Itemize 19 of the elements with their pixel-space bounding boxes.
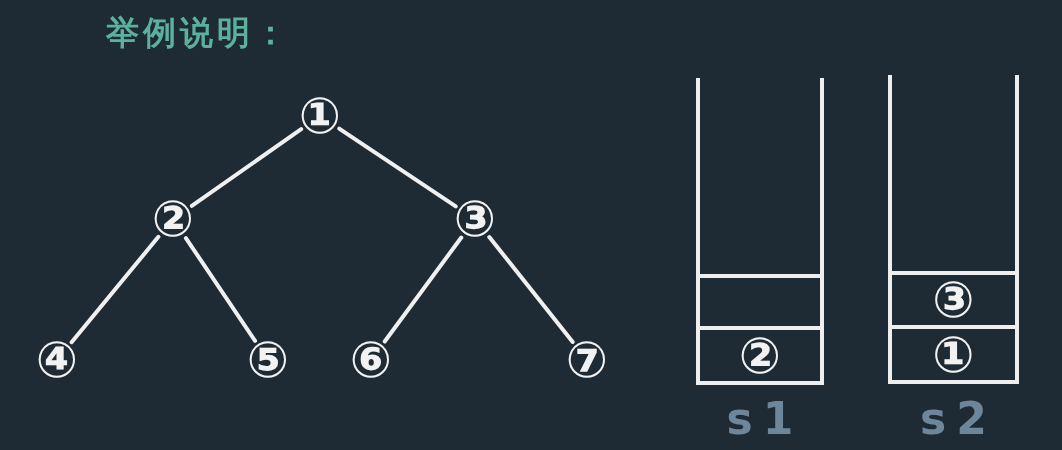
title: 举例说明： <box>106 13 291 53</box>
connector-line <box>69 234 161 345</box>
circled-number: ③ <box>450 194 500 244</box>
connector-line <box>183 236 258 343</box>
circled-number: ④ <box>32 335 82 385</box>
connector-line <box>487 235 575 344</box>
circled-number: ② <box>737 330 783 381</box>
circled-number: ① <box>931 329 976 380</box>
connector-line <box>337 126 458 209</box>
connector-line <box>189 127 304 208</box>
circled-number: ⑦ <box>562 335 612 385</box>
circled-number: ⑥ <box>346 335 396 385</box>
circled-number: ① <box>295 91 345 141</box>
circled-number: ② <box>148 194 198 244</box>
circled-number: ③ <box>931 275 976 325</box>
circled-number: ⑤ <box>243 335 293 385</box>
stack-label: s2 <box>919 396 997 442</box>
connector-line <box>382 235 464 344</box>
stack-label: s1 <box>725 396 804 442</box>
